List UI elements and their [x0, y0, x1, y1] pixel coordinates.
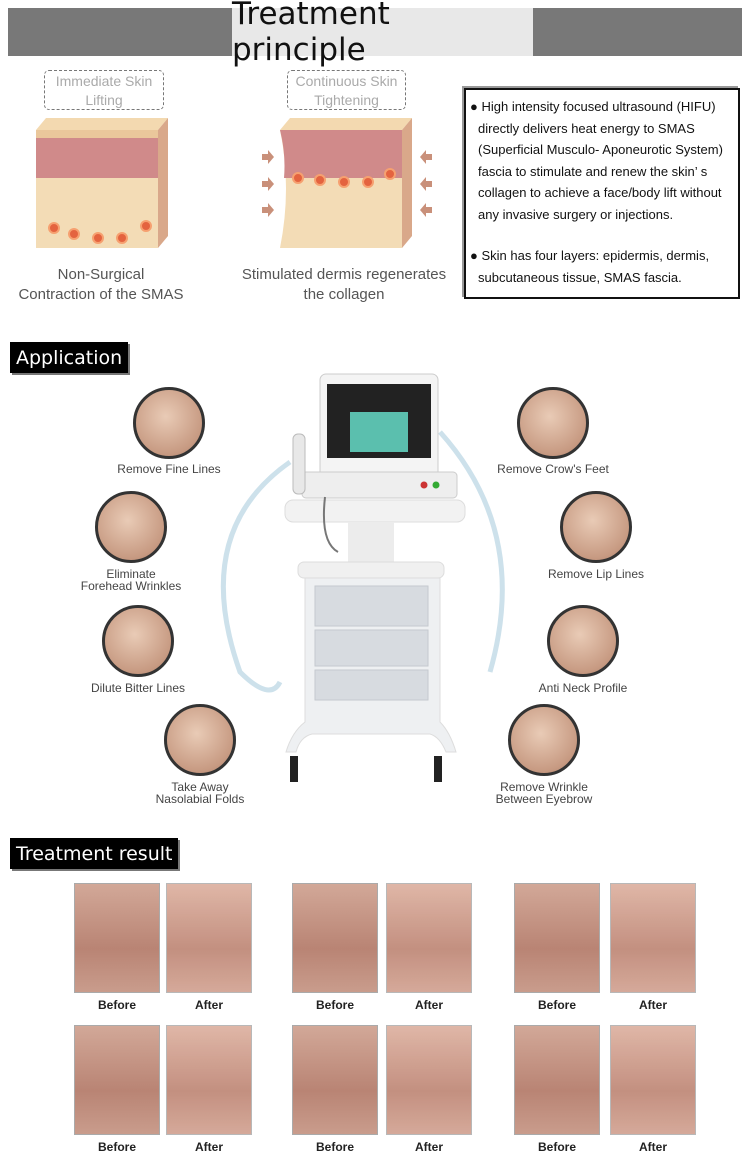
tag-immediate-lifting: Immediate Skin Lifting — [44, 70, 164, 110]
after-photo — [166, 1025, 252, 1135]
forehead-wrinkles-photo — [95, 491, 167, 563]
before-label: Before — [97, 998, 136, 1012]
caption-line: the collagen — [303, 286, 385, 303]
bullet-text: directly delivers heat energy to SMAS (S… — [478, 120, 723, 222]
after-label: After — [638, 1140, 667, 1154]
before-photo — [514, 883, 600, 993]
hifu-description-box: ● High intensity focused ultrasound (HIF… — [464, 88, 740, 299]
after-photo — [386, 1025, 472, 1135]
fine-lines-photo — [133, 387, 205, 459]
after-label: After — [194, 1140, 223, 1154]
nasolabial-folds-photo — [164, 704, 236, 776]
after-label: After — [638, 998, 667, 1012]
before-photo — [292, 1025, 378, 1135]
label-line: Nasolabial Folds — [155, 792, 245, 806]
hifu-machine-illustration — [220, 373, 505, 782]
section-title-application: Application — [10, 342, 129, 373]
lip-lines-photo — [560, 491, 632, 563]
label-remove-fine-lines: Remove Fine Lines — [117, 462, 221, 476]
skin-layers-illustration — [36, 118, 168, 248]
tag-continuous-tightening: Continuous Skin Tightening — [287, 70, 406, 110]
tag-line: Tightening — [314, 92, 379, 108]
before-label: Before — [537, 998, 576, 1012]
caption-line: Stimulated dermis regenerates — [241, 266, 447, 283]
neck-profile-photo — [547, 605, 619, 677]
section-title-result: Treatment result — [10, 838, 179, 869]
after-photo — [166, 883, 252, 993]
before-label: Before — [315, 998, 354, 1012]
tag-line: Continuous Skin — [295, 73, 398, 89]
section-title-principle: Treatment principle — [232, 0, 533, 68]
after-photo — [610, 883, 696, 993]
label-line: Between Eyebrow — [495, 792, 593, 806]
caption-panel-2: Stimulated dermis regenerates the collag… — [224, 265, 464, 305]
caption-panel-1: Non-Surgical Contraction of the SMAS — [0, 265, 221, 305]
label-line: Eliminate — [106, 567, 156, 581]
before-photo — [514, 1025, 600, 1135]
bullet-skin-layers: ● Skin has four layers: epidermis, dermi… — [470, 245, 732, 288]
bullet-hifu: ● High intensity focused ultrasound (HIF… — [470, 96, 732, 225]
label-remove-lip-lines: Remove Lip Lines — [547, 567, 645, 581]
after-label: After — [414, 1140, 443, 1154]
after-photo — [386, 883, 472, 993]
before-label: Before — [537, 1140, 576, 1154]
tag-line: Immediate Skin — [55, 73, 153, 89]
before-label: Before — [97, 1140, 136, 1154]
caption-line: Contraction of the SMAS — [18, 286, 184, 303]
before-photo — [292, 883, 378, 993]
before-label: Before — [315, 1140, 354, 1154]
eyebrow-wrinkle-photo — [508, 704, 580, 776]
bullet-text: subcutaneous tissue, SMAS fascia. — [478, 269, 682, 285]
after-photo — [610, 1025, 696, 1135]
after-label: After — [414, 998, 443, 1012]
label-line: Remove Wrinkle — [500, 780, 588, 794]
label-remove-crows-feet: Remove Crow's Feet — [497, 462, 609, 476]
caption-line: Non-Surgical — [57, 266, 145, 283]
label-line: Take Away — [171, 780, 229, 794]
bullet-text: High intensity focused ultrasound (HIFU) — [481, 99, 716, 114]
tag-line: Lifting — [85, 92, 123, 108]
skin-tightening-illustration — [280, 118, 412, 248]
bullet-text: Skin has four layers: epidermis, dermis, — [481, 248, 710, 263]
bitter-lines-photo — [102, 605, 174, 677]
after-label: After — [194, 998, 223, 1012]
label-line: Forehead Wrinkles — [80, 579, 182, 593]
before-photo — [74, 883, 160, 993]
before-photo — [74, 1025, 160, 1135]
crows-feet-photo — [517, 387, 589, 459]
label-anti-neck-profile: Anti Neck Profile — [538, 681, 628, 695]
label-dilute-bitter-lines: Dilute Bitter Lines — [90, 681, 186, 695]
compression-arrows-icon — [262, 150, 432, 217]
